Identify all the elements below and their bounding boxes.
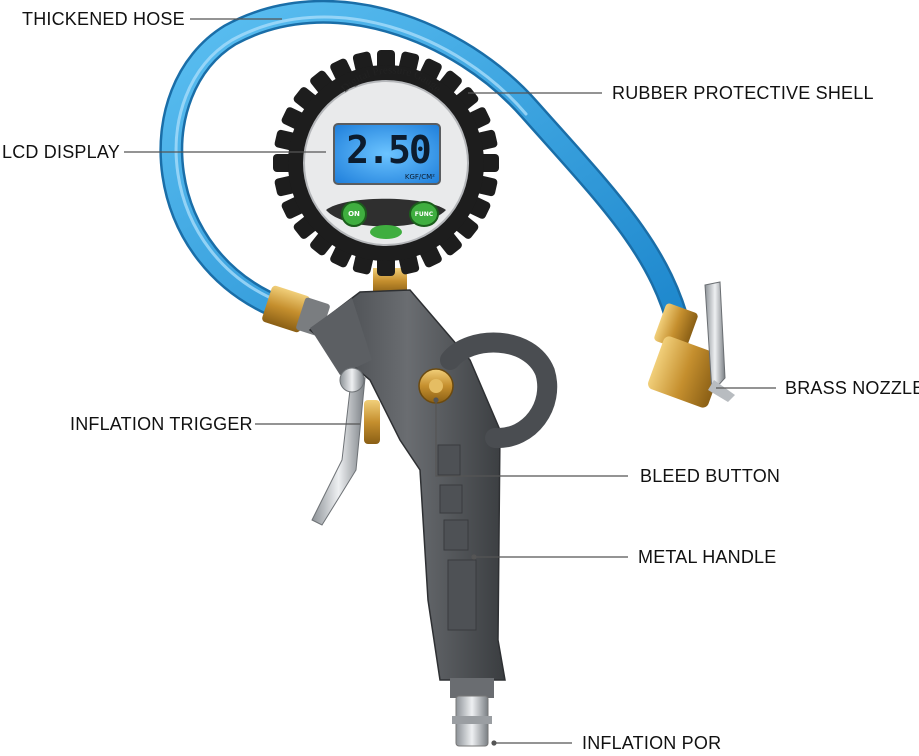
label-thickened-hose: THICKENED HOSE: [22, 9, 185, 29]
lcd-reading: 2.50: [346, 128, 432, 172]
on-button-label: ON: [348, 210, 360, 218]
label-rubber-protective-shell: RUBBER PROTECTIVE SHELL: [612, 83, 874, 103]
label-inflation-port: INFLATION POR: [582, 733, 722, 753]
gauge-on-button: ON: [341, 201, 367, 227]
bleed-dot: [433, 397, 439, 403]
handle-dot: [471, 554, 477, 560]
port-dot: [491, 740, 497, 746]
hose: [159, 0, 692, 342]
lcd-unit: KGF/CM²: [404, 173, 435, 181]
leader-bleed-button: [435, 400, 628, 477]
inflation-port-part: [450, 678, 494, 747]
gauge-func-button: FUNC: [409, 201, 439, 227]
label-inflation-trigger: INFLATION TRIGGER: [70, 414, 253, 434]
label-bleed-button: BLEED BUTTON: [640, 466, 781, 486]
bleed-button-part: [418, 368, 454, 404]
func-button-label: FUNC: [414, 210, 434, 218]
label-metal-handle: METAL HANDLE: [638, 547, 777, 567]
gun-body: [308, 289, 558, 681]
lcd-screen: 2.50 KGF/CM²: [333, 123, 441, 185]
label-brass-nozzle: BRASS NOZZLE: [785, 378, 919, 398]
inflation-trigger-part: [311, 367, 380, 526]
status-led: [370, 225, 402, 239]
brass-nozzle-part: [648, 281, 735, 408]
label-lcd-display: LCD DISPLAY: [2, 142, 120, 162]
